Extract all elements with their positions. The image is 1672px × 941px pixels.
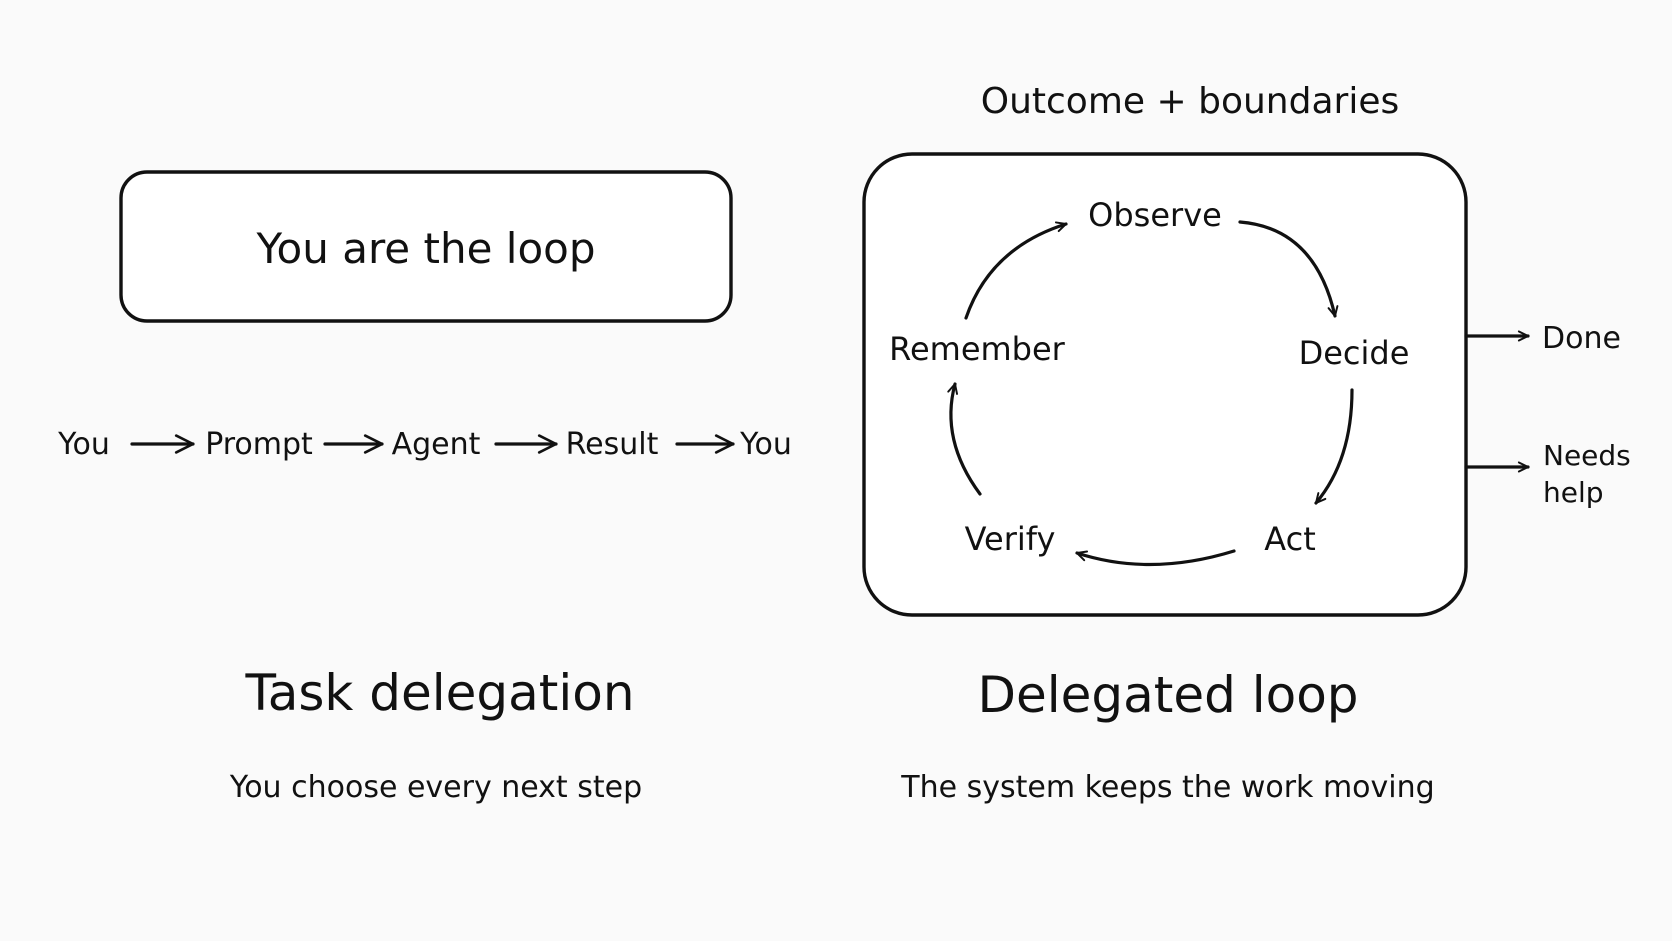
right-header: Outcome + boundaries — [981, 81, 1399, 122]
exit-label-needs: Needs — [1543, 439, 1631, 472]
you-are-the-loop-box — [119, 170, 733, 323]
exit-label-help: help — [1543, 476, 1604, 509]
loop-node-decide: Decide — [1299, 334, 1410, 372]
exit-label-done: Done — [1542, 321, 1621, 356]
loop-node-observe: Observe — [1088, 196, 1222, 234]
flow-node-prompt: Prompt — [205, 427, 313, 462]
flow-node-result: Result — [566, 427, 659, 462]
flow-node-you-end: You — [739, 427, 792, 462]
flow-node-you-start: You — [57, 427, 110, 462]
loop-arrow-remember-to-observe — [964, 221, 1068, 320]
loop-node-verify: Verify — [965, 520, 1056, 558]
loop-node-remember: Remember — [889, 330, 1066, 368]
right-title: Delegated loop — [977, 666, 1358, 724]
box-text: You are the loop — [255, 224, 595, 273]
loop-arrow-observe-to-decide — [1238, 220, 1339, 318]
loop-arrow-verify-to-remember — [947, 382, 982, 496]
loop-arrow-decide-to-act — [1314, 388, 1354, 505]
right-subtitle: The system keeps the work moving — [900, 770, 1434, 805]
left-title: Task delegation — [244, 664, 634, 722]
loop-node-act: Act — [1264, 520, 1315, 558]
loop-arrow-act-to-verify — [1075, 549, 1236, 567]
left-subtitle: You choose every next step — [229, 770, 642, 805]
flow-node-agent: Agent — [392, 427, 481, 462]
